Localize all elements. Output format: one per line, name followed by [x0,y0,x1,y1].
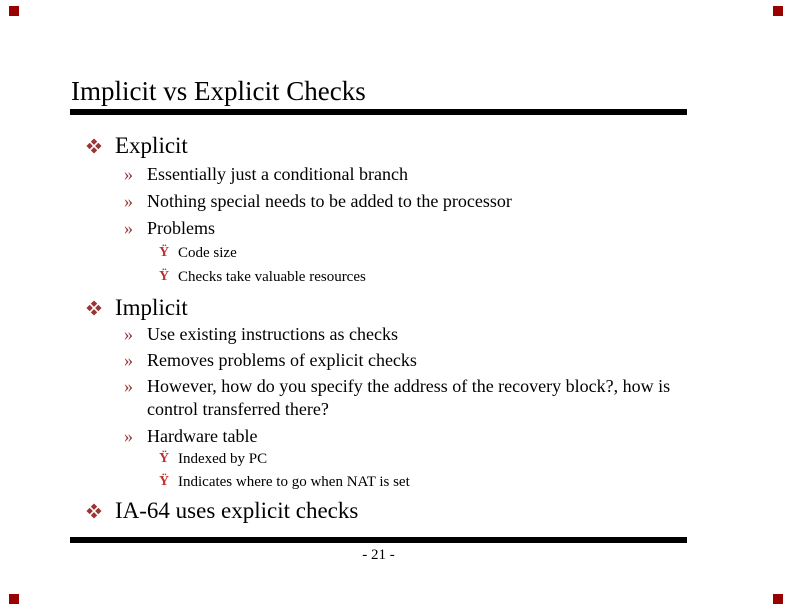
y-diaeresis-icon: Ÿ [159,474,170,489]
four-diamonds-icon [86,293,115,316]
bullet-text: Indexed by PC [178,451,268,467]
bullet-item-level2: » Hardware table [0,425,672,448]
bullet-text: Explicit [115,133,188,158]
bullet-text: Essentially just a conditional branch [147,164,408,184]
y-diaeresis-icon: Ÿ [159,245,170,260]
bullet-item-level2: » Use existing instructions as checks [0,323,672,346]
bullet-text: Checks take valuable resources [178,269,366,285]
bullet-text: Code size [178,245,237,261]
bullet-item-level3: Ÿ Checks take valuable resources [0,267,672,287]
corner-mark-top-left [9,6,19,16]
bullet-text: Use existing instructions as checks [147,324,398,344]
slide-title: Implicit vs Explicit Checks [71,76,366,106]
bullet-item-level3: Ÿ Indexed by PC [0,449,672,469]
y-diaeresis-icon: Ÿ [159,451,170,466]
y-diaeresis-icon: Ÿ [159,269,170,284]
four-diamonds-icon [86,496,115,519]
double-chevron-icon: » [124,218,133,238]
bullet-text: Hardware table [147,426,258,446]
four-diamonds-icon [86,131,115,154]
corner-mark-top-right [773,6,783,16]
bullet-text: IA-64 uses explicit checks [115,498,359,523]
bullet-text: Problems [147,218,216,238]
bullet-item-level3: Ÿ Code size [0,243,672,263]
footer-rule [70,537,687,543]
double-chevron-icon: » [124,324,133,344]
bullet-item-level2: » Removes problems of explicit checks [0,349,672,372]
double-chevron-icon: » [124,164,133,184]
bullet-item-level1: Explicit [0,131,692,161]
page-number: - 21 - [362,547,395,563]
corner-mark-bottom-right [773,594,783,604]
double-chevron-icon: » [124,426,133,446]
bullet-text: However, how do you specify the address … [147,376,671,419]
bullet-item-level1: IA-64 uses explicit checks [0,496,692,526]
bullet-text: Implicit [115,295,188,320]
bullet-text: Nothing special needs to be added to the… [147,191,512,211]
bullet-text: Removes problems of explicit checks [147,350,417,370]
double-chevron-icon: » [124,376,133,396]
corner-mark-bottom-left [9,594,19,604]
bullet-item-level3: Ÿ Indicates where to go when NAT is set [0,472,672,492]
double-chevron-icon: » [124,350,133,370]
bullet-item-level2: » Essentially just a conditional branch [0,163,672,186]
bullet-item-level1: Implicit [0,293,692,323]
bullet-item-level2: » However, how do you specify the addres… [0,375,672,421]
title-rule [70,109,687,115]
double-chevron-icon: » [124,191,133,211]
bullet-text: Indicates where to go when NAT is set [178,474,410,490]
bullet-item-level2: » Nothing special needs to be added to t… [0,190,672,213]
bullet-item-level2: » Problems [0,217,672,240]
